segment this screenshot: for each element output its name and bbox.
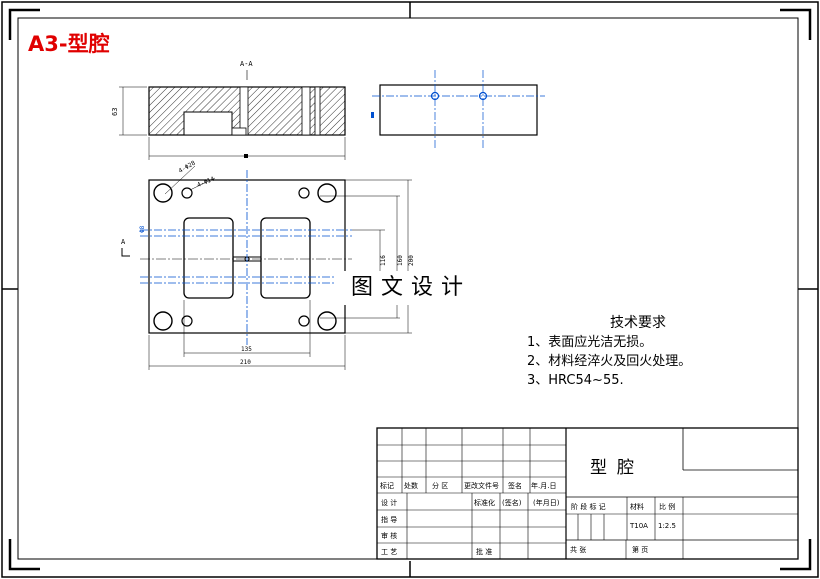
tb-scale: 1:2.5 — [658, 522, 676, 530]
dim-height-total: 200 — [408, 255, 415, 266]
plan-view: A 4-Φ28 4-Φ14 Φ8 200 160 116 — [121, 159, 415, 370]
tb-stage: 阶 段 标 记 — [571, 503, 606, 511]
tech-item-3: 3、HRC54~55. — [527, 373, 624, 388]
tb-docno: 更改文件号 — [464, 482, 499, 490]
tb-approve: 批 准 — [476, 548, 493, 556]
side-view — [371, 70, 545, 150]
tb-standardize: 标准化 — [474, 499, 495, 507]
section-view: A-A 63 — [111, 60, 346, 160]
tb-ratio: 比 例 — [659, 503, 676, 511]
watermark: 图文设计 — [336, 271, 486, 305]
dim-hole-small: Φ8 — [139, 225, 146, 233]
tb-weight: 材料 — [630, 503, 644, 511]
dim-hole-b: 4-Φ14 — [196, 175, 216, 188]
tb-page: 第 页 — [632, 546, 649, 554]
corner-marks — [8, 8, 812, 571]
section-label: A-A — [240, 60, 253, 68]
tb-total: 共 张 — [570, 546, 587, 554]
sheet-label: A3-型腔 — [28, 32, 110, 56]
tech-heading: 技术要求 — [610, 315, 666, 331]
tb-sig2: (签名) — [502, 499, 522, 507]
tb-sign: 签名 — [508, 482, 522, 490]
dim-width-inner: 135 — [241, 346, 252, 353]
dim-height-inner: 116 — [380, 255, 387, 266]
part-name: 型腔 — [590, 458, 644, 478]
tb-check: 指 导 — [381, 516, 398, 524]
dim-width-total: 210 — [240, 359, 251, 366]
section-mark: A — [121, 238, 126, 246]
tb-review: 审 核 — [381, 532, 398, 540]
tech-item-1: 1、表面应光洁无损。 — [527, 335, 653, 350]
dim-height: 63 — [111, 108, 119, 116]
tb-zone: 分 区 — [432, 482, 449, 490]
tb-design: 设 计 — [381, 499, 398, 507]
tb-process: 工 艺 — [381, 548, 398, 556]
tb-mark: 标记 — [380, 482, 394, 490]
tech-requirements: 技术要求 1、表面应光洁无损。 2、材料经淬火及回火处理。 3、HRC54~55… — [527, 314, 691, 390]
tb-count: 处数 — [404, 482, 418, 490]
tb-date: 年.月.日 — [531, 482, 557, 490]
title-block — [376, 427, 799, 560]
dim-height-mid: 160 — [397, 255, 404, 266]
dim-hole-a: 4-Φ28 — [178, 159, 197, 174]
tech-item-2: 2、材料经淬火及回火处理。 — [527, 354, 692, 369]
tb-material: T10A — [630, 522, 648, 530]
tb-date2: (年月日) — [533, 499, 560, 507]
